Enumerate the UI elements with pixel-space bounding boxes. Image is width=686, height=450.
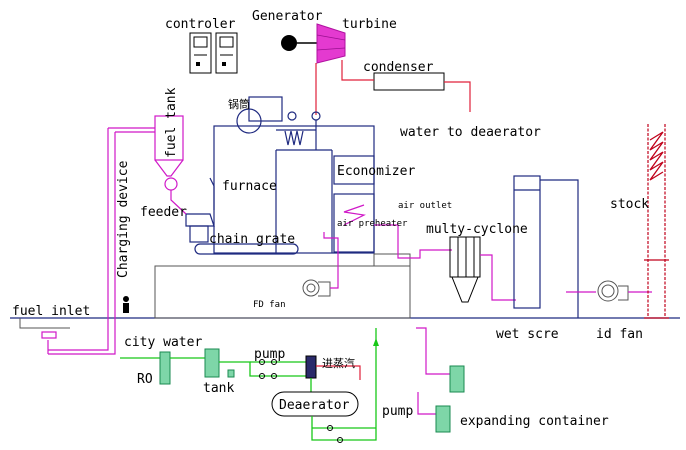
boiler — [185, 96, 375, 255]
label-furnace: furnace — [222, 179, 277, 194]
label-pump-top: pump — [254, 347, 285, 362]
condenser — [341, 60, 471, 112]
label-turbine: turbine — [342, 17, 397, 32]
label-fuel-tank: fuel tank — [164, 87, 179, 158]
chain-grate — [194, 243, 299, 255]
label-city-water: city water — [124, 335, 202, 350]
foundation — [154, 265, 411, 319]
generator-turbine — [281, 23, 346, 64]
tank-icon — [204, 348, 220, 378]
label-id-fan: id fan — [596, 327, 643, 342]
fuel-system — [19, 115, 187, 355]
label-chain-grate: chain grate — [209, 232, 295, 247]
person-icon — [123, 296, 129, 313]
label-drum: 锅筒 — [228, 97, 250, 111]
ro-icon — [159, 351, 171, 385]
expanding-container-icon-upper — [449, 365, 465, 393]
label-fd-fan: FD fan — [253, 300, 286, 310]
label-generator: Generator — [252, 9, 323, 24]
label-expanding-container: expanding container — [460, 414, 609, 429]
label-wet-scre: wet scre — [496, 327, 559, 342]
fuel-tank-icon — [154, 115, 184, 161]
label-deaerator: Deaerator — [279, 398, 350, 413]
label-fuel-inlet: fuel inlet — [12, 304, 90, 319]
id-fan-icon — [597, 280, 652, 302]
deaerator-icon — [271, 391, 359, 417]
label-pump-bottom: pump — [382, 404, 413, 419]
label-air-outlet: air outlet — [398, 201, 452, 211]
multy-cyclone-icon — [449, 236, 516, 303]
wet-scrubber — [513, 175, 596, 318]
label-charging-device: Charging device — [116, 160, 131, 278]
label-water-to-deaerator: water to deaerator — [400, 125, 541, 140]
fd-fan-icon — [302, 232, 339, 297]
label-steam-in: 进蒸汽 — [322, 356, 355, 370]
controller-cabinets — [189, 32, 238, 74]
label-multy-cyclone: multy-cyclone — [426, 222, 528, 237]
label-ro: RO — [137, 372, 153, 387]
expanding-container-icon-lower — [435, 405, 451, 433]
air-preheater-box — [333, 193, 375, 253]
label-controler: controler — [165, 17, 236, 32]
steam-valve-icon — [305, 355, 317, 379]
label-economizer: Economizer — [337, 164, 415, 179]
water-treatment — [120, 327, 465, 443]
turbine-icon — [316, 23, 346, 64]
label-stock: stock — [610, 197, 649, 212]
flue-duct — [374, 224, 452, 259]
label-feeder: feeder — [140, 205, 187, 220]
label-air-preheater: air preheater — [337, 219, 408, 229]
label-tank: tank — [203, 381, 234, 396]
economizer-box — [333, 155, 375, 185]
stack — [644, 124, 669, 319]
label-condenser: condenser — [363, 60, 434, 75]
generator-icon — [281, 35, 297, 51]
